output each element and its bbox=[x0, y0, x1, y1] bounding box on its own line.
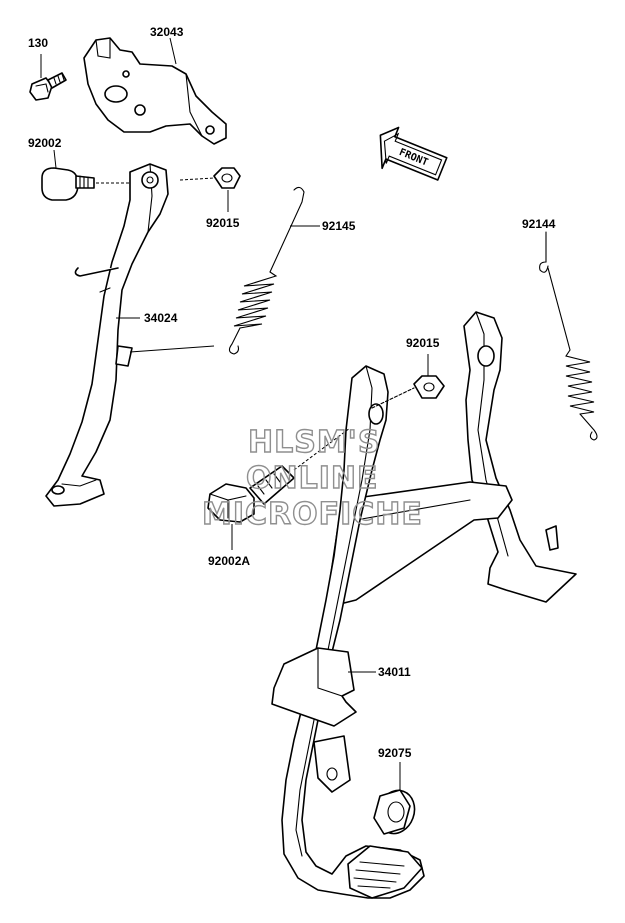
label-34011[interactable]: 34011 bbox=[378, 665, 411, 679]
axis-92015-top bbox=[179, 177, 215, 181]
label-92002A[interactable]: 92002A bbox=[208, 554, 250, 568]
front-direction-arrow: FRONT bbox=[379, 126, 448, 181]
nut-92015-lower[interactable] bbox=[413, 375, 445, 399]
label-130[interactable]: 130 bbox=[28, 36, 48, 50]
watermark-line-1: HLSM'S bbox=[248, 425, 380, 460]
bolt-130[interactable] bbox=[29, 72, 67, 101]
spring-92144[interactable] bbox=[539, 231, 598, 441]
watermark-line-2: ONLINE bbox=[246, 461, 379, 496]
spring-92145[interactable] bbox=[228, 186, 305, 355]
watermark-line-3: MICROFICHE bbox=[202, 497, 423, 532]
watermark: HLSM'S ONLINE MICROFICHE bbox=[201, 424, 423, 532]
label-32043[interactable]: 32043 bbox=[150, 25, 184, 39]
side-stand-34024[interactable] bbox=[45, 163, 169, 507]
rubber-pad-92075[interactable] bbox=[372, 785, 421, 839]
label-92015-lower[interactable]: 92015 bbox=[406, 336, 440, 350]
leader-32043 bbox=[169, 37, 177, 65]
bolt-92002[interactable] bbox=[41, 167, 95, 201]
label-92075[interactable]: 92075 bbox=[378, 746, 412, 760]
center-stand-34011[interactable] bbox=[271, 311, 577, 899]
leader-92002 bbox=[53, 149, 57, 169]
leader-spring-hook bbox=[129, 345, 215, 353]
label-34024[interactable]: 34024 bbox=[144, 311, 178, 325]
label-92144[interactable]: 92144 bbox=[522, 217, 556, 231]
bolt-92002A[interactable] bbox=[207, 465, 295, 523]
nut-92015-top[interactable] bbox=[213, 167, 241, 189]
label-92002[interactable]: 92002 bbox=[28, 136, 62, 150]
label-92015-top[interactable]: 92015 bbox=[206, 216, 240, 230]
bracket-32043[interactable] bbox=[83, 37, 227, 145]
label-92145[interactable]: 92145 bbox=[322, 219, 356, 233]
axis-92002A bbox=[293, 427, 351, 471]
